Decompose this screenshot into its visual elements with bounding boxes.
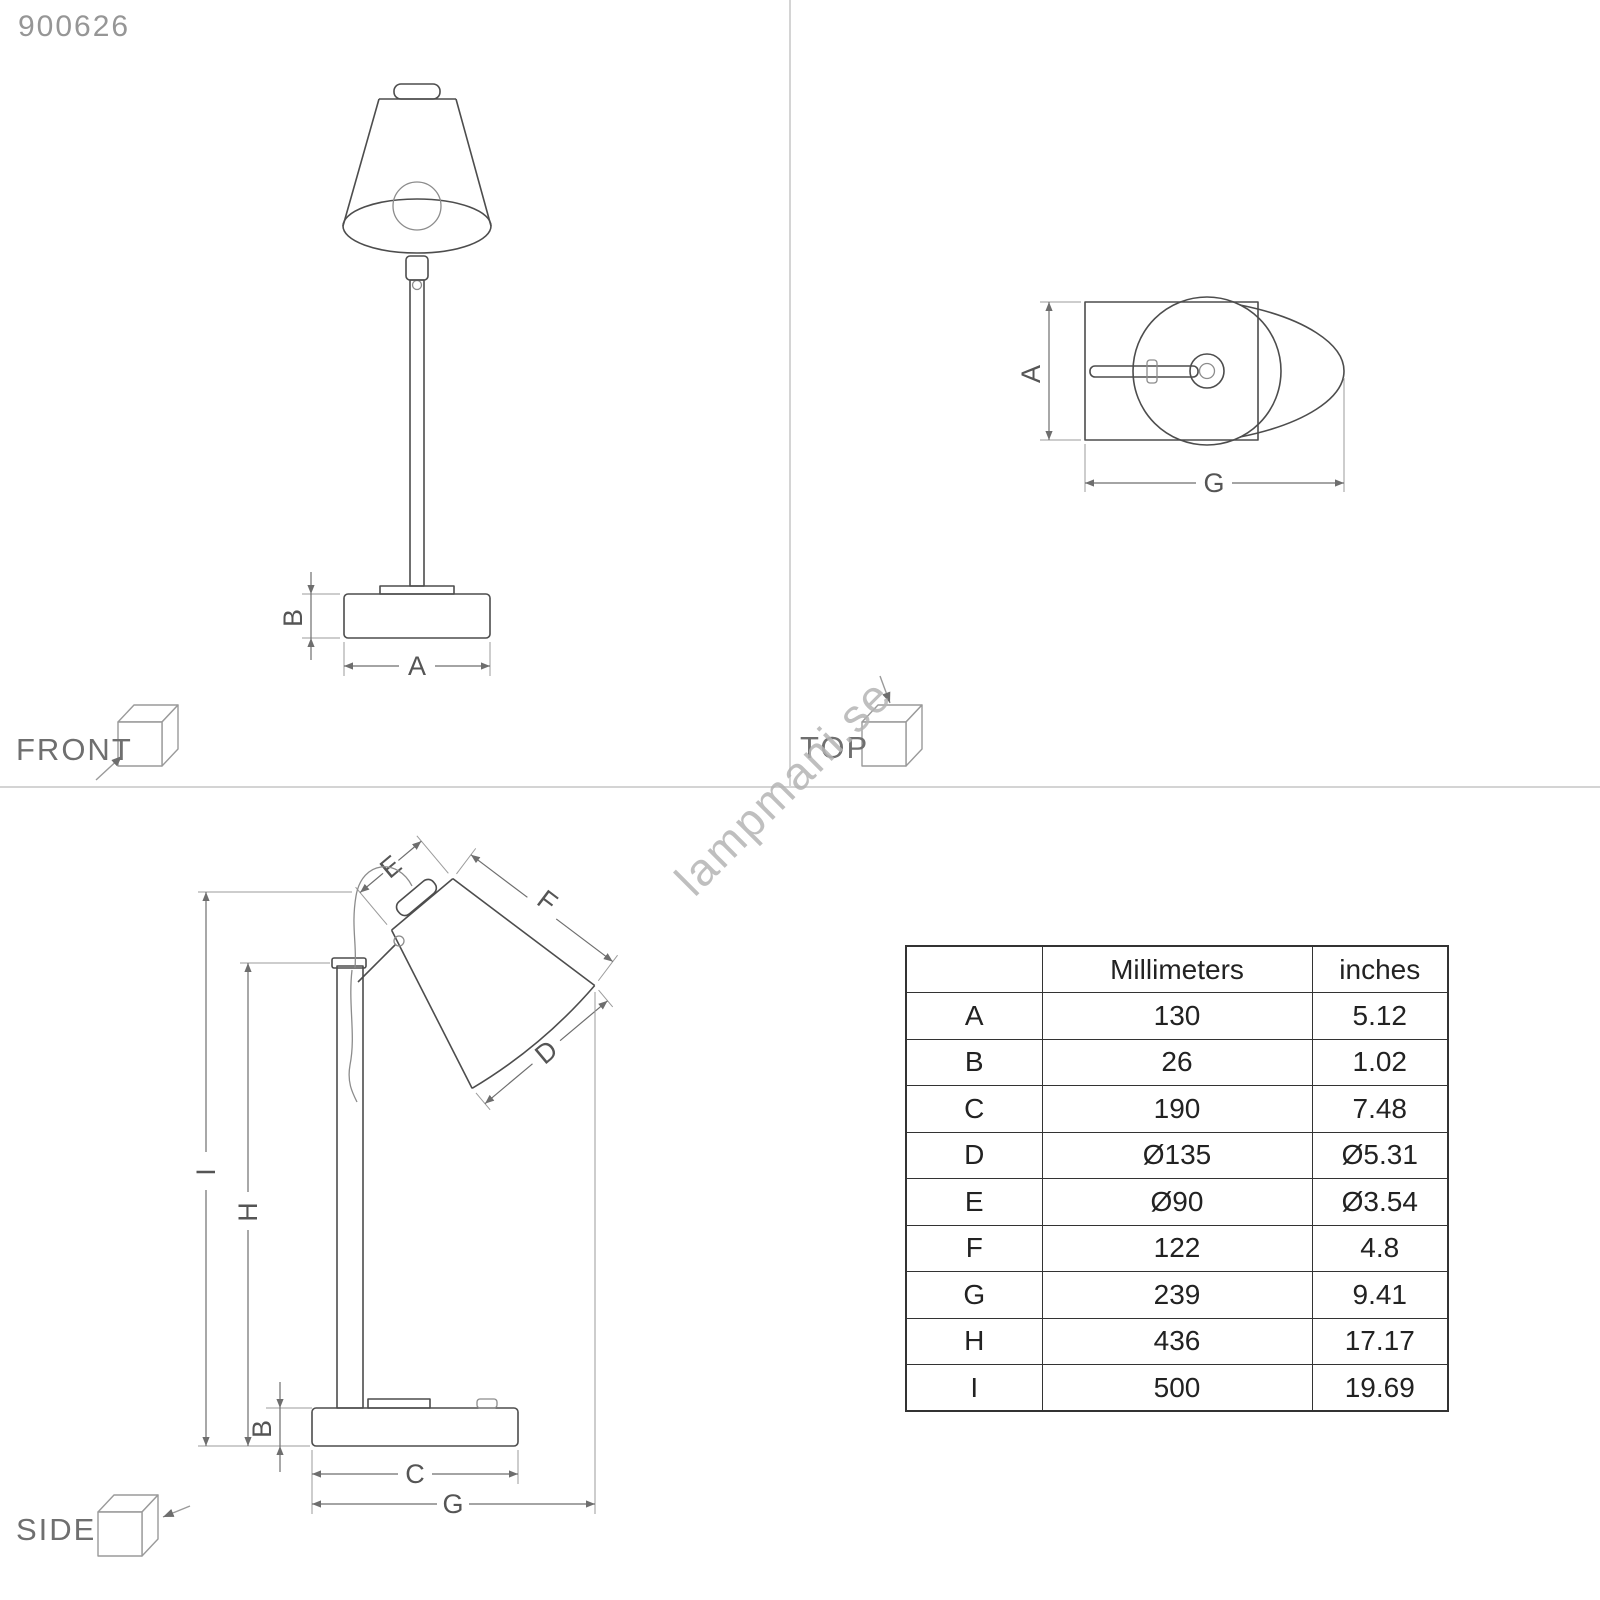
top-view-label: TOP xyxy=(800,730,870,765)
table-row: B 26 1.02 xyxy=(905,1038,1449,1086)
table-row: F 122 4.8 xyxy=(905,1224,1449,1272)
dim-mm: 500 xyxy=(1041,1364,1313,1412)
side-dimension-f: F xyxy=(456,848,618,982)
front-lamp-base xyxy=(343,585,491,639)
dim-label: E xyxy=(905,1178,1043,1226)
dim-inches: 17.17 xyxy=(1311,1317,1449,1365)
dim-mm: 122 xyxy=(1041,1224,1313,1272)
top-view-cube-icon xyxy=(861,675,923,767)
dim-label: D xyxy=(905,1131,1043,1179)
side-lamp-base xyxy=(311,1398,519,1447)
side-dimension-d: D xyxy=(475,989,614,1111)
dim-label: H xyxy=(905,1317,1043,1365)
side-dim-i-label: I xyxy=(191,1168,221,1176)
dim-inches: Ø5.31 xyxy=(1311,1131,1449,1179)
dim-label: I xyxy=(905,1364,1043,1412)
side-dim-d-label: D xyxy=(529,1034,563,1070)
table-row: A 130 5.12 xyxy=(905,992,1449,1040)
dim-inches: 9.41 xyxy=(1311,1271,1449,1319)
front-dim-b-label: B xyxy=(278,609,308,627)
dim-inches: 1.02 xyxy=(1311,1038,1449,1086)
table-row: H 436 17.17 xyxy=(905,1317,1449,1365)
side-dimension-h: H xyxy=(233,962,330,1446)
dim-mm: 26 xyxy=(1041,1038,1313,1086)
table-row: C 190 7.48 xyxy=(905,1085,1449,1133)
top-view: A G xyxy=(861,296,1345,767)
dim-mm: Ø90 xyxy=(1041,1178,1313,1226)
side-dimension-e: E xyxy=(355,835,449,926)
dim-mm: 130 xyxy=(1041,992,1313,1040)
side-lamp-shade xyxy=(390,878,596,1090)
dim-label: C xyxy=(905,1085,1043,1133)
top-dim-a-label: A xyxy=(1016,365,1046,383)
header-millimeters: Millimeters xyxy=(1041,945,1313,993)
table-header-row: Millimeters inches xyxy=(905,945,1449,993)
front-lamp-shade xyxy=(342,83,492,254)
dim-mm: 436 xyxy=(1041,1317,1313,1365)
front-dim-a-label: A xyxy=(408,651,426,681)
dim-mm: Ø135 xyxy=(1041,1131,1313,1179)
side-dimension-b: B xyxy=(247,1382,312,1472)
dim-inches: 4.8 xyxy=(1311,1224,1449,1272)
quadrant-dividers xyxy=(0,0,1600,788)
dim-label: B xyxy=(905,1038,1043,1086)
top-dimension-a: A xyxy=(1016,301,1081,441)
table-row: I 500 19.69 xyxy=(905,1364,1449,1412)
dim-label: A xyxy=(905,992,1043,1040)
side-dim-g-label: G xyxy=(442,1489,463,1519)
top-lamp-socket xyxy=(1189,353,1225,389)
product-code: 900626 xyxy=(18,10,131,43)
front-view-cube-icon xyxy=(95,704,179,781)
top-dim-g-label: G xyxy=(1203,468,1224,498)
front-view: B A xyxy=(95,83,492,781)
dim-inches: 7.48 xyxy=(1311,1085,1449,1133)
dim-label: F xyxy=(905,1224,1043,1272)
top-lamp-shade xyxy=(1132,296,1345,446)
side-view-label: SIDE xyxy=(16,1512,97,1547)
front-lamp-stem xyxy=(405,255,429,587)
front-view-label: FRONT xyxy=(16,732,133,767)
dim-inches: 19.69 xyxy=(1311,1364,1449,1412)
side-view: E F D xyxy=(97,835,618,1557)
table-row: G 239 9.41 xyxy=(905,1271,1449,1319)
table-row: D Ø135 Ø5.31 xyxy=(905,1131,1449,1179)
dim-label: G xyxy=(905,1271,1043,1319)
dim-inches: 5.12 xyxy=(1311,992,1449,1040)
top-lamp-base xyxy=(1084,301,1259,441)
dimensions-table: Millimeters inches A 130 5.12 B 26 1.02 … xyxy=(905,945,1449,1412)
dim-mm: 239 xyxy=(1041,1271,1313,1319)
front-dimension-b: B xyxy=(278,572,340,660)
header-dimension xyxy=(905,945,1043,993)
header-inches: inches xyxy=(1311,945,1449,993)
side-dimension-i: I xyxy=(191,891,352,1447)
top-dimension-g: G xyxy=(1084,378,1345,498)
side-dim-h-label: H xyxy=(233,1202,263,1222)
front-dimension-a: A xyxy=(343,642,491,681)
side-dim-c-label: C xyxy=(405,1459,425,1489)
dim-inches: Ø3.54 xyxy=(1311,1178,1449,1226)
side-dimension-g: G xyxy=(312,992,596,1519)
dim-mm: 190 xyxy=(1041,1085,1313,1133)
table-row: E Ø90 Ø3.54 xyxy=(905,1178,1449,1226)
side-view-cube-icon xyxy=(97,1494,191,1557)
side-dim-f-label: F xyxy=(532,884,563,918)
top-lamp-arm xyxy=(1089,359,1199,384)
side-dim-b-label: B xyxy=(247,1420,277,1438)
